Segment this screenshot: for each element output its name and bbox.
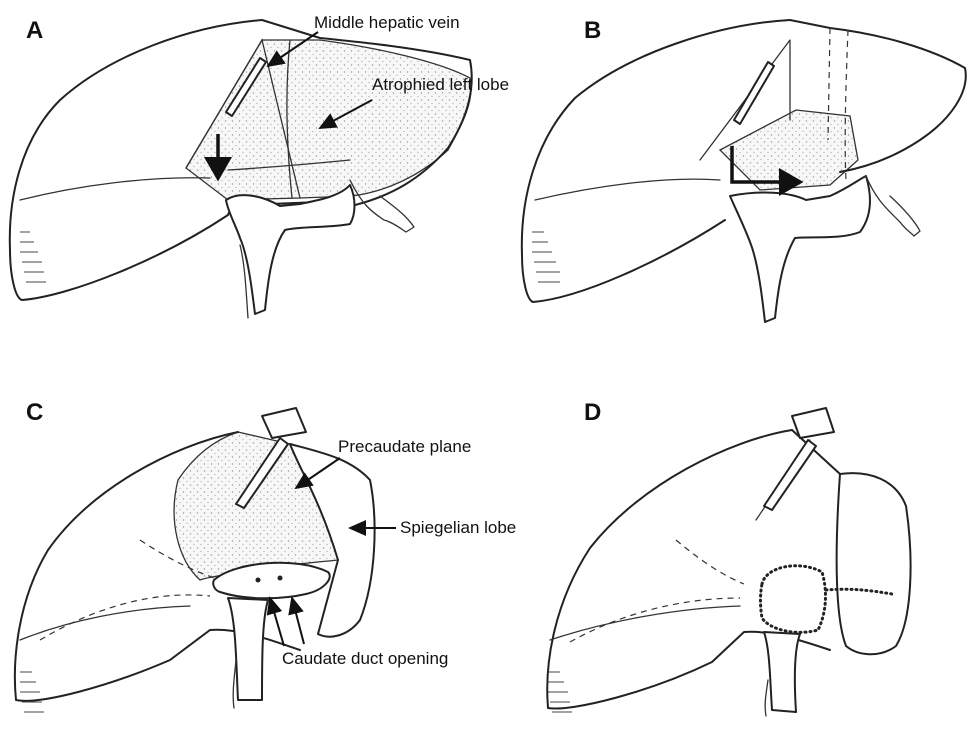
hepatic-vein-stump-c	[262, 408, 306, 438]
panel-letter-b: B	[584, 17, 601, 44]
panel-a: A Middle hepatic vein Atrophied left lob…	[10, 13, 509, 318]
label-atrophied-left-lobe: Atrophied left lobe	[372, 75, 509, 94]
closed-duct-seam	[761, 566, 826, 633]
hepatic-vein-d	[764, 440, 816, 510]
label-spiegelian-lobe: Spiegelian lobe	[400, 518, 516, 537]
label-middle-hepatic-vein: Middle hepatic vein	[314, 13, 460, 32]
label-caudate-duct-opening: Caudate duct opening	[282, 649, 448, 668]
panel-letter-c: C	[26, 399, 43, 426]
bile-duct-d	[764, 632, 800, 712]
label-precaudate-plane: Precaudate plane	[338, 437, 471, 456]
hepatic-vein-stump-d	[792, 408, 834, 438]
middle-hepatic-vein-shape-b	[734, 62, 774, 124]
panel-letter-a: A	[26, 17, 43, 44]
portal-structure-b	[730, 176, 870, 322]
panel-d: D	[547, 399, 910, 716]
arrow-caudate-duct-1	[270, 598, 284, 646]
panel-c: C Precaudate plane Spiegelian lobe Cauda…	[15, 399, 516, 712]
panel-b: B	[522, 17, 966, 322]
spiegelian-lobe-d	[837, 473, 911, 654]
panel-letter-d: D	[584, 399, 601, 426]
portal-structure-a	[226, 185, 355, 314]
arrow-caudate-duct-2	[292, 598, 304, 644]
